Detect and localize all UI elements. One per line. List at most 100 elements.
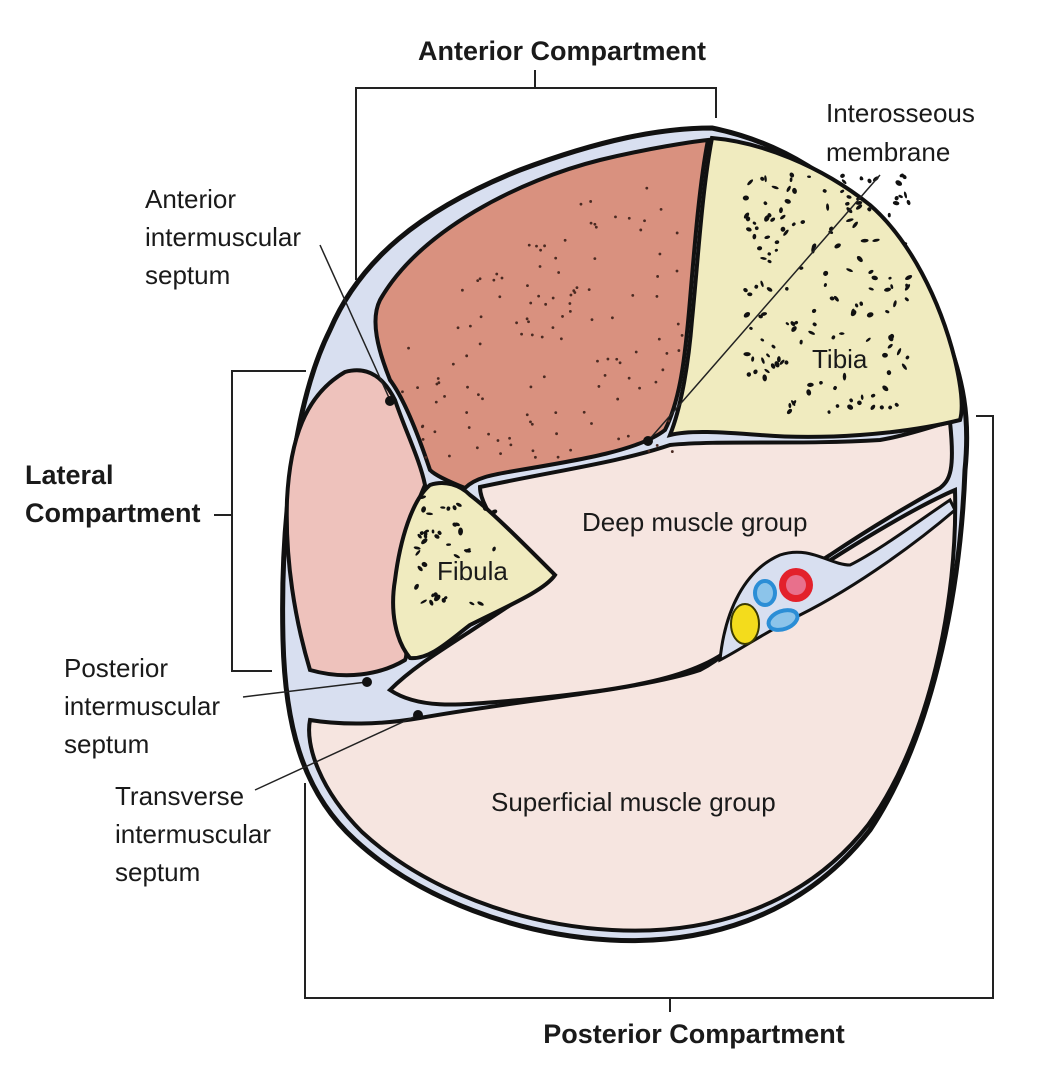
lateral-compartment-label-line1: Lateral [25, 460, 114, 490]
trabecula-dot [903, 191, 908, 199]
trabecula-dot [894, 402, 899, 407]
stipple-dot [677, 349, 681, 352]
trabecula-dot [421, 538, 428, 545]
trabecula-dot [743, 352, 751, 357]
trabecula-dot [454, 522, 460, 527]
trabecula-dot [762, 374, 767, 382]
trabecula-dot [871, 275, 878, 281]
trabecula-dot [888, 276, 892, 280]
trabecula-dot [752, 221, 757, 225]
trabecula-dot [823, 283, 827, 288]
trabecula-dot [806, 389, 812, 396]
stipple-dot [542, 375, 546, 379]
trabecula-dot [856, 255, 863, 263]
trabecula-dot [859, 301, 864, 306]
trabecula-dot [895, 180, 903, 186]
stipple-dot [477, 393, 480, 397]
trabecula-dot [780, 226, 786, 232]
trabecula-dot [774, 240, 780, 245]
trabecula-dot [491, 509, 498, 515]
septum-marker [362, 677, 372, 687]
leader-lines [242, 174, 881, 791]
trabecula-dot [790, 321, 796, 327]
trabecula-dot [469, 601, 475, 606]
stipple-dot [526, 284, 529, 288]
stipple-dot [468, 324, 472, 328]
stipple-dot [544, 302, 548, 306]
transverse-septum-label-line2: intermuscular [115, 819, 271, 849]
stipple-dot [467, 426, 471, 429]
trabecula-dot [872, 238, 880, 242]
trabecula-dot [444, 596, 448, 600]
trabecula-dot [819, 380, 823, 385]
trabecula-dot [860, 238, 869, 243]
trabecula-dot [747, 179, 754, 186]
stipple-dot [525, 413, 529, 417]
anterior-compartment-bracket [355, 70, 717, 280]
trabecula-dot [437, 530, 442, 535]
stipple-dot [593, 257, 597, 261]
stipple-dot [499, 452, 502, 456]
trabecula-dot [840, 173, 845, 178]
stipple-dot [589, 200, 593, 203]
trabecula-dot [841, 179, 847, 185]
trabecula-dot [887, 212, 891, 218]
trabecula-dot [905, 355, 910, 360]
trabecula-dot [847, 404, 854, 410]
stipple-dot [527, 243, 531, 247]
trabecula-dot [789, 177, 793, 183]
trabecula-dot [774, 361, 780, 368]
trabecula-dot [456, 502, 462, 507]
stipple-dot [676, 322, 680, 326]
stipple-dot [670, 450, 674, 453]
trabecula-dot [868, 269, 874, 274]
stipple-dot [654, 380, 658, 384]
trabecula-dot [764, 235, 771, 240]
stipple-dot [559, 337, 563, 341]
trabecula-dot [857, 400, 862, 406]
trabecula-dot [434, 534, 440, 539]
trabecula-dot [446, 506, 451, 511]
trabecula-dot [465, 548, 471, 553]
trabecula-dot [419, 531, 424, 536]
trabecula-dot [901, 363, 907, 370]
trabecula-dot [849, 398, 853, 403]
stipple-dot [478, 342, 482, 346]
muscle-stipple [401, 186, 684, 459]
trabecula-dot [859, 176, 863, 181]
stipple-dot [606, 357, 610, 361]
trabecula-dot [904, 297, 909, 302]
posterior-compartment-bracket [304, 415, 994, 1012]
stipple-dot [631, 293, 635, 297]
stipple-dot [616, 397, 620, 401]
stipple-dot [572, 289, 576, 293]
stipple-dot [645, 186, 649, 190]
trabecula-dot [760, 280, 764, 288]
trabecula-dot [831, 335, 836, 340]
stipple-dot [539, 248, 542, 252]
stipple-dot [597, 385, 601, 388]
stipple-dot [579, 202, 583, 206]
trabecula-dot [786, 408, 793, 415]
trabecula-dot [823, 270, 829, 276]
trabecula-dot [835, 404, 840, 408]
trabecula-dot [812, 322, 817, 327]
trabecula-dot [827, 410, 831, 414]
trabecula-dot [865, 337, 871, 342]
trabecula-dot [766, 287, 773, 292]
trabecula-dot [807, 175, 812, 178]
stipple-dot [520, 332, 523, 336]
stipple-dot [509, 443, 513, 447]
trabecula-dot [423, 534, 428, 539]
stipple-dot [433, 430, 437, 434]
trabecula-dot [777, 356, 781, 363]
fibula-label: Fibula [437, 556, 508, 586]
anterior-compartment-muscle [373, 137, 711, 491]
stipple-dot [465, 354, 469, 358]
stipple-dot [476, 279, 480, 283]
trabecula-dot [842, 372, 847, 381]
trabecula-dot [866, 312, 874, 318]
stipple-dot [540, 335, 544, 339]
stipple-dot [647, 449, 651, 453]
